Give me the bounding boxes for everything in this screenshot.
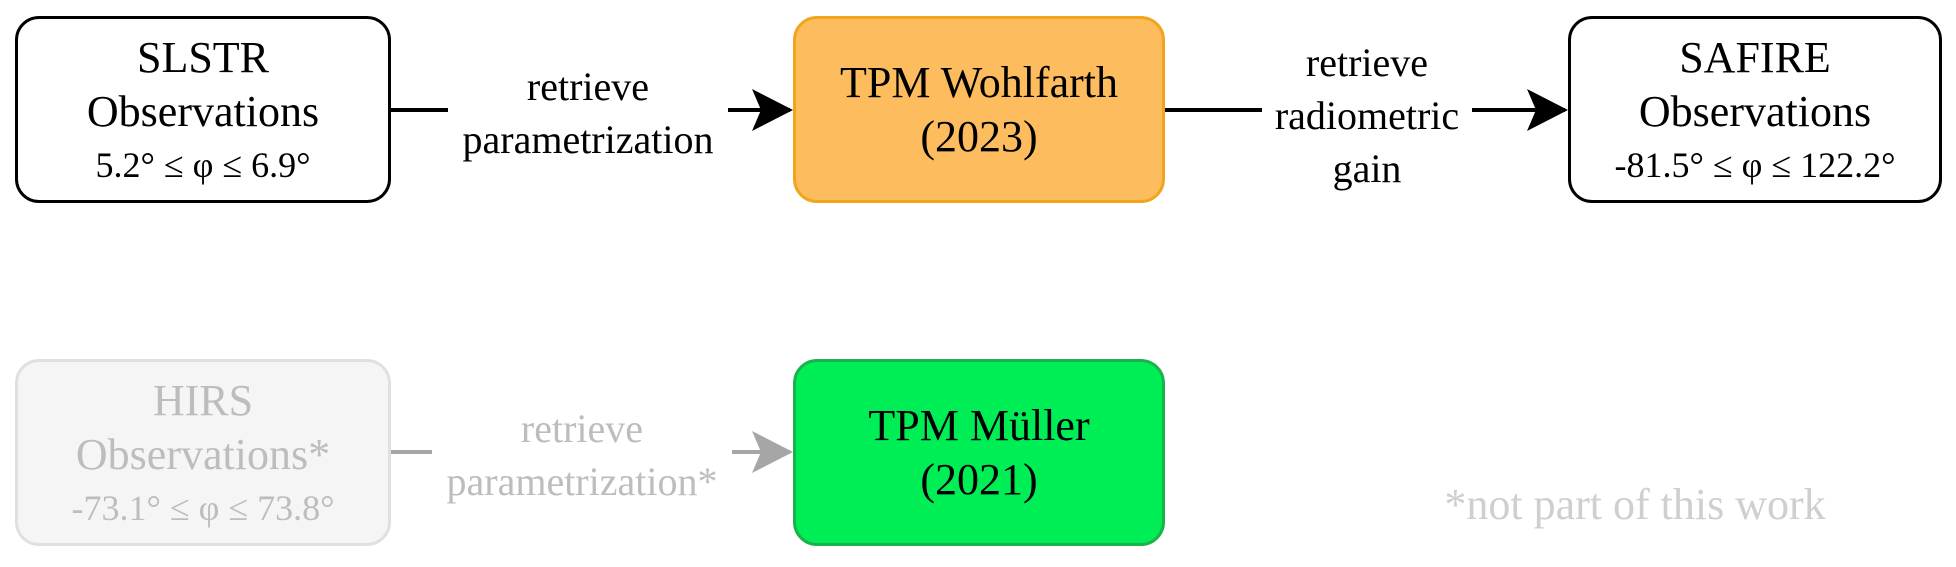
arrowhead-slstr-to-wohlfarth <box>752 89 793 131</box>
node-subtitle: (2023) <box>920 111 1038 161</box>
arrowhead-hirs-to-muller <box>752 431 793 473</box>
node-hirs-observations: HIRS Observations* -73.1° ≤ φ ≤ 73.8° <box>15 359 391 546</box>
edge-label-wohlfarth-to-safire: retrieve radiometric gain <box>1262 36 1472 195</box>
edge-label-line: radiometric <box>1274 93 1460 138</box>
arrowhead-wohlfarth-to-safire <box>1527 89 1568 131</box>
edge-label-line: retrieve <box>1305 40 1429 85</box>
node-title: TPM Müller <box>868 400 1090 450</box>
edge-label-line: retrieve <box>520 406 644 451</box>
edge-label-slstr-to-wohlfarth: retrieve parametrization <box>448 60 728 166</box>
node-range: 5.2° ≤ φ ≤ 6.9° <box>95 144 311 185</box>
node-subtitle: Observations* <box>75 429 331 479</box>
node-slstr-observations: SLSTR Observations 5.2° ≤ φ ≤ 6.9° <box>15 16 391 203</box>
node-range: -81.5° ≤ φ ≤ 122.2° <box>1614 144 1896 185</box>
node-tpm-muller: TPM Müller (2021) <box>793 359 1165 546</box>
edge-label-hirs-to-muller: retrieve parametrization* <box>432 402 732 508</box>
node-subtitle: Observations <box>1638 86 1872 136</box>
node-range: -73.1° ≤ φ ≤ 73.8° <box>71 487 335 528</box>
node-subtitle: Observations <box>86 86 320 136</box>
node-tpm-wohlfarth: TPM Wohlfarth (2023) <box>793 16 1165 203</box>
edge-label-line: retrieve <box>526 64 650 109</box>
node-subtitle: (2021) <box>920 454 1038 504</box>
edge-label-line: parametrization* <box>446 459 718 504</box>
node-title: TPM Wohlfarth <box>840 57 1118 107</box>
node-title: SAFIRE <box>1679 32 1831 82</box>
edge-label-line: parametrization <box>462 117 714 162</box>
node-title: HIRS <box>152 375 254 425</box>
node-safire-observations: SAFIRE Observations -81.5° ≤ φ ≤ 122.2° <box>1568 16 1942 203</box>
edge-label-line: gain <box>1332 146 1402 191</box>
footnote: *not part of this work <box>1444 480 1826 529</box>
node-title: SLSTR <box>136 32 270 82</box>
